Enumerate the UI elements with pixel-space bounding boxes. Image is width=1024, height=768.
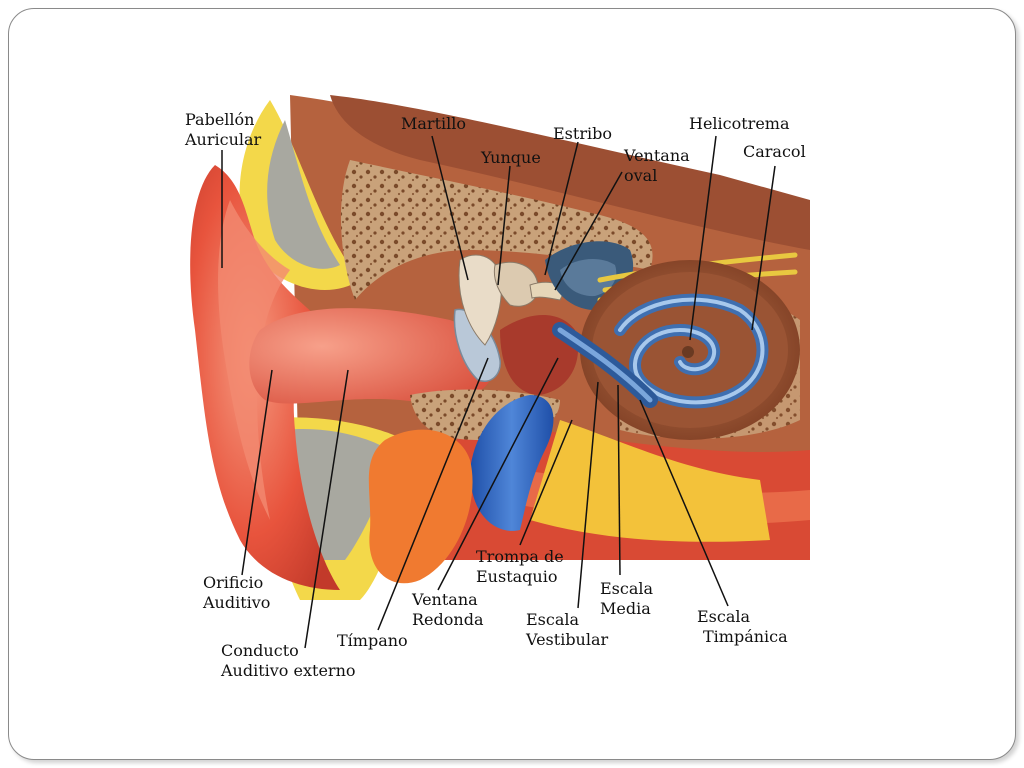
label-timpano: Tímpano [337, 631, 408, 651]
label-escala-media: Escala Media [600, 579, 653, 619]
label-line: Orificio [203, 573, 264, 592]
label-helicotrema: Helicotrema [689, 114, 790, 134]
leader-lines [221, 135, 776, 649]
label-line: Auricular [185, 130, 262, 149]
scala-canals [552, 322, 658, 408]
label-yunque: Yunque [481, 148, 541, 168]
label-line: oval [624, 166, 658, 185]
leader-martillo [431, 135, 469, 281]
label-line: Helicotrema [689, 114, 790, 133]
label-line: Eustaquio [476, 567, 558, 586]
eustachian-tube [470, 395, 554, 531]
leader-orificio [241, 369, 273, 576]
label-line: Auditivo [203, 593, 271, 612]
leader-timpano [377, 357, 489, 631]
label-line: Escala [697, 607, 751, 626]
label-line: Ventana [412, 590, 478, 609]
leader-estribo [544, 141, 579, 276]
label-line: Tímpano [337, 631, 408, 650]
label-line: Escala [600, 579, 654, 598]
label-ventana-redonda: Ventana Redonda [412, 590, 483, 630]
external-canal [249, 308, 491, 404]
ossicles [458, 254, 566, 346]
parotid-gland [368, 429, 473, 584]
leader-trompa [519, 419, 573, 546]
label-line: Escala [526, 610, 580, 629]
label-line: Media [600, 599, 651, 618]
label-ventana-oval: Ventana oval [624, 146, 690, 186]
label-line: Estribo [553, 124, 612, 143]
label-caracol: Caracol [743, 142, 806, 162]
label-estribo: Estribo [553, 124, 612, 144]
label-escala-vestibular: Escala Vestibular [526, 610, 608, 650]
label-orificio-auditivo: Orificio Auditivo [203, 573, 270, 613]
label-line: Trompa de [476, 547, 564, 566]
label-line: Yunque [481, 148, 541, 167]
label-escala-timpanica: Escala Timpánica [697, 607, 788, 647]
label-line: Vestibular [526, 630, 609, 649]
leader-yunque [497, 165, 511, 286]
label-conducto-auditivo-externo: Conducto Auditivo externo [221, 641, 356, 681]
label-line: Timpánica [703, 627, 788, 646]
leader-helicotrema [689, 135, 717, 341]
label-martillo: Martillo [401, 114, 466, 134]
leader-escala-timpanica [639, 399, 729, 607]
leader-conducto [304, 369, 349, 649]
label-line: Ventana [624, 146, 690, 165]
label-line: Caracol [743, 142, 806, 161]
label-line: Pabellón [185, 110, 255, 129]
label-pabellon-auricular: Pabellón Auricular [185, 110, 261, 150]
leader-escala-vestibular [577, 381, 599, 609]
label-line: Conducto [221, 641, 299, 660]
leader-escala-media [617, 384, 621, 576]
label-trompa-de-eustaquio: Trompa de Eustaquio [476, 547, 564, 587]
label-line: Martillo [401, 114, 466, 133]
cochlea [580, 260, 800, 440]
label-line: Auditivo externo [221, 661, 356, 680]
leader-caracol [751, 165, 776, 331]
label-line: Redonda [412, 610, 484, 629]
leader-ventana-redonda [437, 357, 559, 591]
leader-ventana-oval [554, 171, 623, 291]
